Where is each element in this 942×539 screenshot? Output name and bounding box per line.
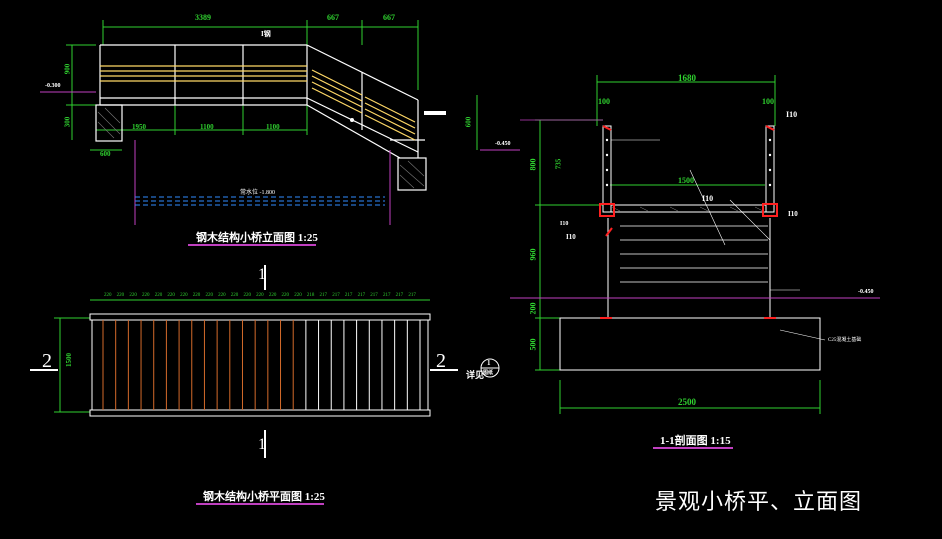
section-fill-layers [620, 225, 768, 283]
section-title: 1-1剖面图 1:15 [660, 435, 731, 447]
plan-spacing-label: 218 [306, 293, 315, 298]
plan-spacing-label: 220 [281, 293, 290, 298]
sec-dim-bottom: 2500 [678, 397, 696, 407]
plan-spacing-label: 217 [408, 293, 416, 298]
bridge-elevation-view [40, 20, 520, 225]
sec-dim-left-2: 735 [554, 158, 563, 170]
sec-dim-top-3: 100 [762, 97, 774, 106]
sec-dim-top-1: 100 [598, 97, 610, 106]
bridge-section-view [510, 75, 880, 414]
elev-dim-right: 600 [464, 116, 473, 128]
drawing-main-title: 景观小桥平、立面图 [655, 490, 863, 515]
plan-title-underline [196, 503, 324, 505]
section-dimensions [535, 75, 821, 414]
elev-level-right: -0.450 [495, 141, 511, 147]
elev-level-left: -0.300 [45, 83, 61, 89]
plan-spacing-label: 220 [268, 293, 277, 298]
sec-dim-left-3: 960 [528, 248, 538, 261]
elev-dim-bottom-1: 1950 [132, 123, 146, 131]
plan-spacing-label: 217 [395, 293, 404, 298]
elev-water-level: 常水位 -1.800 [240, 190, 275, 196]
plan-detail-circle-bottom: 图纸 [483, 371, 494, 376]
plan-section-mark-right: 2 [436, 350, 446, 372]
plan-spacing-label: 217 [357, 293, 366, 298]
plan-spacing-label: 220 [129, 293, 137, 298]
plan-spacing-label: 220 [154, 293, 163, 298]
section-leaders [611, 139, 826, 341]
plan-spacing-label: 220 [205, 293, 213, 298]
plan-spacing-label: 217 [319, 293, 328, 298]
plan-detail-label: 详见 [466, 370, 485, 380]
sec-dim-left-1: 800 [528, 158, 538, 171]
plan-spacing-label: 220 [116, 293, 125, 298]
plan-spacing-label: 220 [104, 293, 112, 298]
plan-cut-mark-bottom: 1 [258, 436, 266, 453]
plan-spacing-label: 220 [167, 293, 175, 298]
sec-tag-1: I10 [786, 110, 798, 119]
plan-spacing-label: 217 [344, 293, 353, 298]
plan-spacing-label: 220 [218, 293, 226, 298]
section-title-underline [653, 447, 733, 449]
elev-beam-tag: I钢 [261, 30, 271, 38]
sec-dim-left-4: 200 [528, 302, 538, 315]
elevation-title: 钢木结构小桥立面图 1:25 [196, 232, 318, 244]
plan-spacing-label: 220 [180, 293, 188, 298]
elev-dim-top-3: 667 [383, 13, 395, 22]
sec-tag-5: I10 [560, 221, 569, 227]
plan-spacing-label: 217 [382, 293, 391, 298]
plan-section-mark-left: 2 [42, 350, 52, 372]
sec-dim-left-5: 500 [528, 338, 538, 351]
elev-dim-left-1: 900 [63, 63, 72, 75]
sec-level: -0.450 [858, 289, 874, 295]
plan-cut-marks [30, 265, 458, 458]
elev-dim-bottom-3: 1100 [266, 123, 280, 131]
plan-spacing-label: 220 [192, 293, 201, 298]
plan-spacing-label: 220 [256, 293, 264, 298]
sec-tag-3: I10 [788, 210, 798, 218]
section-structure [559, 125, 821, 371]
water-lines [135, 196, 385, 206]
leader-dot [350, 118, 354, 122]
plan-dimensions [54, 299, 430, 413]
section-joints [599, 125, 778, 319]
elev-dim-bottom-2: 1100 [200, 123, 214, 131]
plan-spacing-label: 220 [142, 293, 150, 298]
plan-spacing-label: 217 [332, 293, 340, 298]
elev-dim-footing: 600 [100, 150, 111, 158]
elev-dim-left-2: 300 [63, 116, 72, 128]
elevation-top-dimensions [66, 20, 478, 151]
plan-spacing-label: 220 [230, 293, 239, 298]
leader-tag-box [424, 111, 446, 115]
footing-hatch [97, 107, 425, 189]
sec-dim-clear: 1500 [678, 176, 694, 185]
sec-dim-top-2: 1680 [678, 73, 696, 83]
elevation-title-underline [188, 244, 316, 246]
elevation-timber-rails [100, 65, 416, 141]
plan-dim-width: 1500 [65, 353, 73, 367]
plan-spacing-label: 217 [370, 293, 378, 298]
elev-dim-top-2: 667 [327, 13, 339, 22]
sec-tag-4: I10 [566, 233, 576, 241]
plan-detail-circle-top: 1 [487, 359, 491, 367]
post-bolts [605, 138, 772, 187]
plan-spacing-label: 220 [243, 293, 251, 298]
elevation-structure [95, 44, 427, 191]
plan-spacing-label: 220 [294, 293, 302, 298]
sec-tag-2: I10 [702, 194, 714, 203]
plan-title: 钢木结构小桥平面图 1:25 [203, 491, 325, 503]
plan-cut-mark-top: 1 [258, 266, 266, 283]
plan-plank-group [102, 320, 421, 410]
sec-base-note: C25混凝土基础 [828, 338, 862, 343]
plan-structure [89, 313, 431, 417]
bridge-plan-view [30, 265, 500, 458]
elev-dim-top-1: 3389 [195, 13, 211, 22]
